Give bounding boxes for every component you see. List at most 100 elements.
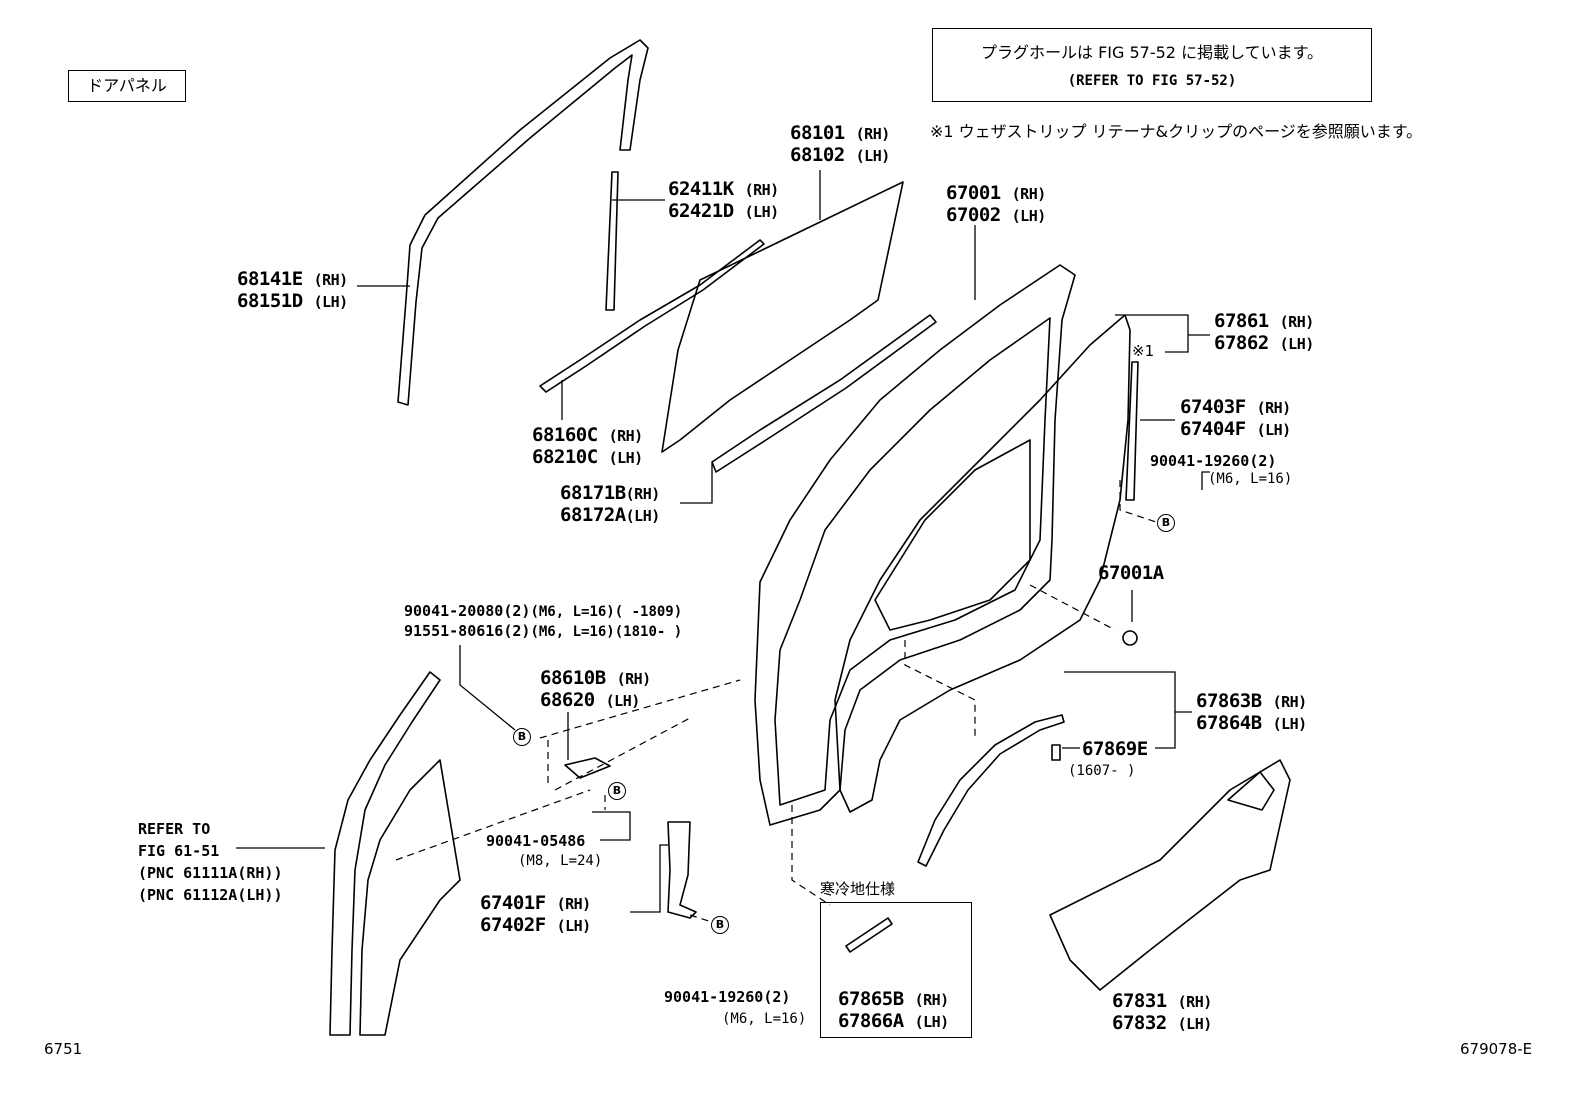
side-marker: (LH) (1279, 335, 1315, 353)
part-number: 68151D (237, 290, 303, 312)
label-67869E: 67869E (1082, 738, 1148, 760)
star-note-marker: ※1 (1132, 342, 1155, 360)
side-marker: (RH) (313, 271, 349, 289)
refer-line-1: REFER TO (138, 820, 211, 838)
label-67401F: 67401F (RH) (480, 892, 591, 915)
part-number: 67864B (1196, 712, 1262, 734)
label-68102: 68102 (LH) (790, 144, 890, 167)
frame-molding-drawing (397, 39, 649, 406)
run-channel-drawing (605, 171, 619, 311)
footer-right-code: 679078-E (1460, 1040, 1533, 1058)
inner-belt-strip-drawing (539, 239, 765, 393)
part-number: 67404F (1180, 418, 1246, 440)
label-67002: 67002 (LH) (946, 204, 1046, 227)
spec-90041-19260-hinge: (M6, L=16) (722, 1011, 807, 1027)
part-number: 68172A (560, 504, 626, 526)
part-number: 67865B (838, 988, 904, 1010)
label-68210C: 68210C (LH) (532, 446, 643, 469)
section-title: ドアパネル (87, 76, 167, 95)
part-number: 67863B (1196, 690, 1262, 712)
part-number: 67403F (1180, 396, 1246, 418)
label-90041-20080: 90041-20080(2)(M6, L=16)( -1809) (404, 600, 682, 622)
section-title-box: ドアパネル (68, 70, 186, 102)
label-67861: 67861 (RH) (1214, 310, 1314, 333)
side-marker: (LH) (1177, 1015, 1213, 1033)
side-marker: (RH) (556, 895, 592, 913)
side-marker: (LH) (744, 203, 780, 221)
label-67832: 67832 (LH) (1112, 1012, 1212, 1035)
label-67001A: 67001A (1098, 562, 1164, 584)
side-marker: (RH) (1011, 185, 1047, 203)
side-marker: (RH) (1272, 693, 1308, 711)
part-number: 91551-80616(2) (404, 622, 531, 640)
note-line-1: プラグホールは FIG 57-52 に掲載しています。 (981, 43, 1323, 62)
label-67865B: 67865B (RH) (838, 988, 949, 1011)
side-marker: (LH) (1011, 207, 1047, 225)
body-pillar-drawing (329, 671, 441, 1036)
part-number: 67832 (1112, 1012, 1167, 1034)
refer-line-3: (PNC 61111A(RH)) (138, 864, 283, 882)
label-67866A: 67866A (LH) (838, 1010, 949, 1033)
bolt-reference-badge: B (513, 728, 531, 746)
side-marker: (LH) (1256, 421, 1292, 439)
hinge-drawing (667, 821, 697, 919)
side-marker: (LH) (556, 917, 592, 935)
bolt-reference-badge: B (711, 916, 729, 934)
label-67402F: 67402F (LH) (480, 914, 591, 937)
label-90041-05486: 90041-05486 (486, 832, 586, 850)
cold-region-box (820, 902, 972, 1038)
label-62411K: 62411K (RH) (668, 178, 779, 201)
door-check-drawing (564, 757, 611, 779)
rear-channel-drawing (1125, 361, 1139, 501)
footer-left-code: 6751 (44, 1040, 83, 1058)
part-number: 68160C (532, 424, 598, 446)
part-number: 67861 (1214, 310, 1269, 332)
label-67864B: 67864B (LH) (1196, 712, 1307, 735)
side-marker: (RH) (1279, 313, 1315, 331)
label-62421D: 62421D (LH) (668, 200, 779, 223)
label-90041-19260-hinge: 90041-19260(2) (664, 988, 791, 1006)
door-glass-drawing (661, 181, 904, 453)
side-marker: (LH) (1272, 715, 1308, 733)
clip-drawing (1051, 744, 1061, 761)
label-68172A: 68172A(LH) (560, 504, 660, 527)
spec-90041-19260-rear: (M6, L=16) (1208, 471, 1293, 487)
label-68151D: 68151D (LH) (237, 290, 348, 313)
hole-cover-drawing (1049, 759, 1291, 991)
refer-line-2: FIG 61-51 (138, 842, 220, 860)
label-67862: 67862 (LH) (1214, 332, 1314, 355)
part-number: 68610B (540, 667, 606, 689)
spec-67869E: (1607- ) (1068, 763, 1136, 779)
part-number: 67831 (1112, 990, 1167, 1012)
part-number: 62411K (668, 178, 734, 200)
label-68101: 68101 (RH) (790, 122, 890, 145)
label-67001: 67001 (RH) (946, 182, 1046, 205)
part-number: 67002 (946, 204, 1001, 226)
part-number: 68620 (540, 689, 595, 711)
side-marker: (LH) (605, 692, 641, 710)
part-number: 68141E (237, 268, 303, 290)
label-68171B: 68171B(RH) (560, 482, 660, 505)
side-marker: (RH) (744, 181, 780, 199)
label-67403F: 67403F (RH) (1180, 396, 1291, 419)
side-marker: (RH) (1177, 993, 1213, 1011)
part-number: 67866A (838, 1010, 904, 1032)
spec: (M6, L=16)( -1809) (530, 604, 683, 620)
part-number: 67862 (1214, 332, 1269, 354)
footnote: ※1 ウェザストリップ リテーナ&クリップのページを参照願います。 (930, 122, 1423, 141)
label-68160C: 68160C (RH) (532, 424, 643, 447)
cold-region-label: 寒冷地仕様 (820, 880, 896, 898)
door-panel-drawing (754, 264, 1076, 826)
label-68620: 68620 (LH) (540, 689, 640, 712)
label-91551-80616: 91551-80616(2)(M6, L=16)(1810- ) (404, 620, 682, 642)
side-marker: (RH) (608, 427, 644, 445)
note-box: プラグホールは FIG 57-52 に掲載しています。 (REFER TO FI… (932, 28, 1372, 102)
side-marker: (RH) (914, 991, 950, 1009)
side-marker: (RH) (616, 670, 652, 688)
side-marker: (RH) (1256, 399, 1292, 417)
outer-belt-strip-drawing (711, 314, 937, 473)
label-67863B: 67863B (RH) (1196, 690, 1307, 713)
side-marker: (RH) (625, 485, 661, 503)
part-number: 68101 (790, 122, 845, 144)
